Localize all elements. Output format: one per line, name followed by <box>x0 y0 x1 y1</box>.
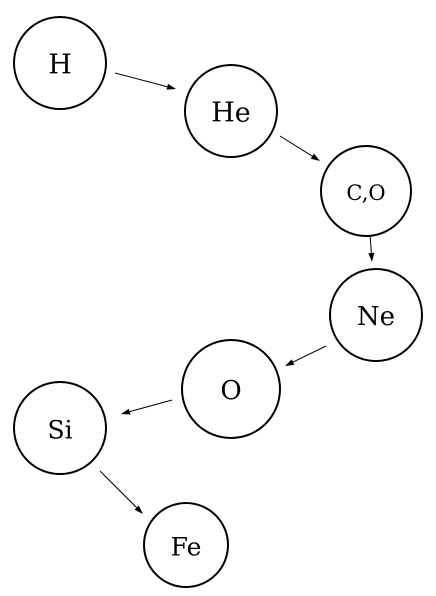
arrow-line-o-si <box>129 399 173 413</box>
arrowhead-o-si <box>121 408 131 415</box>
arrowhead-co-ne <box>368 252 375 262</box>
arrowhead-ne-o <box>285 359 295 366</box>
arrowhead-si-fe <box>134 505 143 514</box>
node-co: C,O <box>320 145 412 237</box>
node-circle-fe <box>143 502 229 588</box>
arrow-si-fe <box>99 470 143 514</box>
node-si: Si <box>13 381 107 475</box>
node-he: He <box>184 64 278 158</box>
arrow-line-he-co <box>279 135 313 157</box>
arrow-line-si-fe <box>99 470 137 508</box>
arrow-he-co <box>279 135 320 161</box>
node-label-fe: Fe <box>171 533 202 562</box>
node-circle-o <box>181 339 281 439</box>
node-circle-co <box>320 145 412 237</box>
node-fe: Fe <box>143 502 229 588</box>
arrow-co-ne <box>368 233 375 262</box>
arrow-line-co-ne <box>369 233 372 254</box>
node-ne: Ne <box>329 268 423 362</box>
node-circle-si <box>13 381 107 475</box>
node-label-ne: Ne <box>357 302 395 332</box>
arrow-h-he <box>114 72 176 90</box>
edges-layer <box>99 72 375 514</box>
arrow-line-h-he <box>114 72 168 88</box>
node-label-h: H <box>48 50 72 81</box>
node-h: H <box>13 16 107 110</box>
arrow-line-ne-o <box>292 345 327 363</box>
node-o: O <box>181 339 281 439</box>
node-circle-ne <box>329 268 423 362</box>
node-circle-he <box>184 64 278 158</box>
node-circle-h <box>13 16 107 110</box>
arrowhead-he-co <box>310 153 320 161</box>
node-label-co: C,O <box>346 181 385 205</box>
node-label-si: Si <box>47 416 72 445</box>
arrow-ne-o <box>285 345 327 366</box>
node-label-o: O <box>220 376 241 406</box>
node-label-he: He <box>211 98 251 129</box>
arrow-o-si <box>121 399 173 415</box>
arrowhead-h-he <box>166 83 176 90</box>
